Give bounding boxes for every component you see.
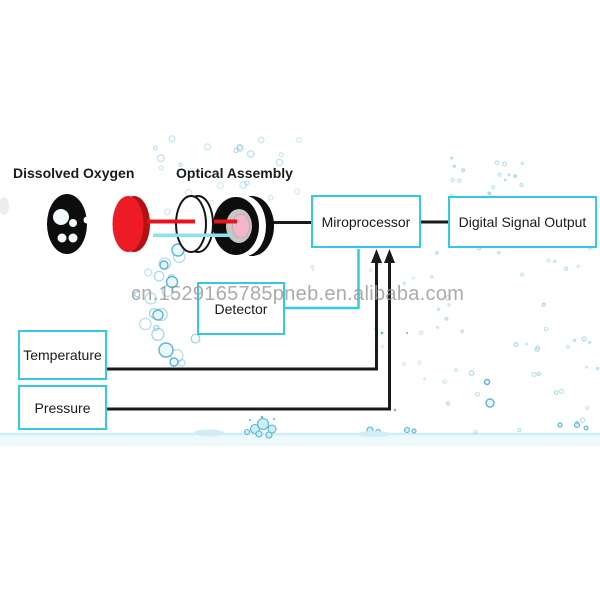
connector-pressure-to-microprocessor [107, 258, 391, 411]
watermark-text: cn.1529165785pneb.en.alibaba.com [131, 283, 465, 305]
white-lens-disc-icon [175, 195, 214, 253]
arrowhead-temperature [371, 249, 382, 263]
connector-temperature-to-microprocessor [107, 258, 378, 371]
black-photodiode-housing-icon [213, 196, 274, 256]
red-filter-disc-icon [112, 196, 150, 252]
water-splashes [194, 331, 589, 439]
label-optical-assembly: Optical Assembly [176, 165, 293, 181]
red-beam-line-inner [214, 219, 237, 224]
arrowhead-pressure [384, 249, 395, 263]
water-bubbles-background [134, 135, 600, 435]
detector-box: Detector [197, 282, 285, 335]
temperature-label: Temperature [23, 347, 102, 363]
digital-signal-output-label: Digital Signal Output [458, 214, 587, 230]
edge-smudge [0, 197, 9, 215]
cyan-beam-line [153, 233, 218, 237]
microprocessor-label: Miroprocessor [321, 213, 411, 230]
connector-detector-to-microprocessor [285, 249, 360, 310]
detector-label: Detector [214, 300, 268, 317]
microprocessor-box: Miroprocessor [311, 195, 421, 248]
red-beam-line [147, 219, 195, 224]
cyan-beam-line-inner [214, 233, 231, 237]
pressure-box: Pressure [18, 385, 107, 430]
label-dissolved-oxygen: Dissolved Oxygen [13, 165, 135, 181]
digital-signal-output-box: Digital Signal Output [448, 196, 597, 248]
black-oval-sensor-membrane-icon [47, 194, 91, 254]
pressure-label: Pressure [34, 399, 91, 416]
bubble-stream [152, 243, 563, 428]
temperature-box: Temperature [18, 330, 107, 380]
water-surface-line [0, 432, 600, 446]
